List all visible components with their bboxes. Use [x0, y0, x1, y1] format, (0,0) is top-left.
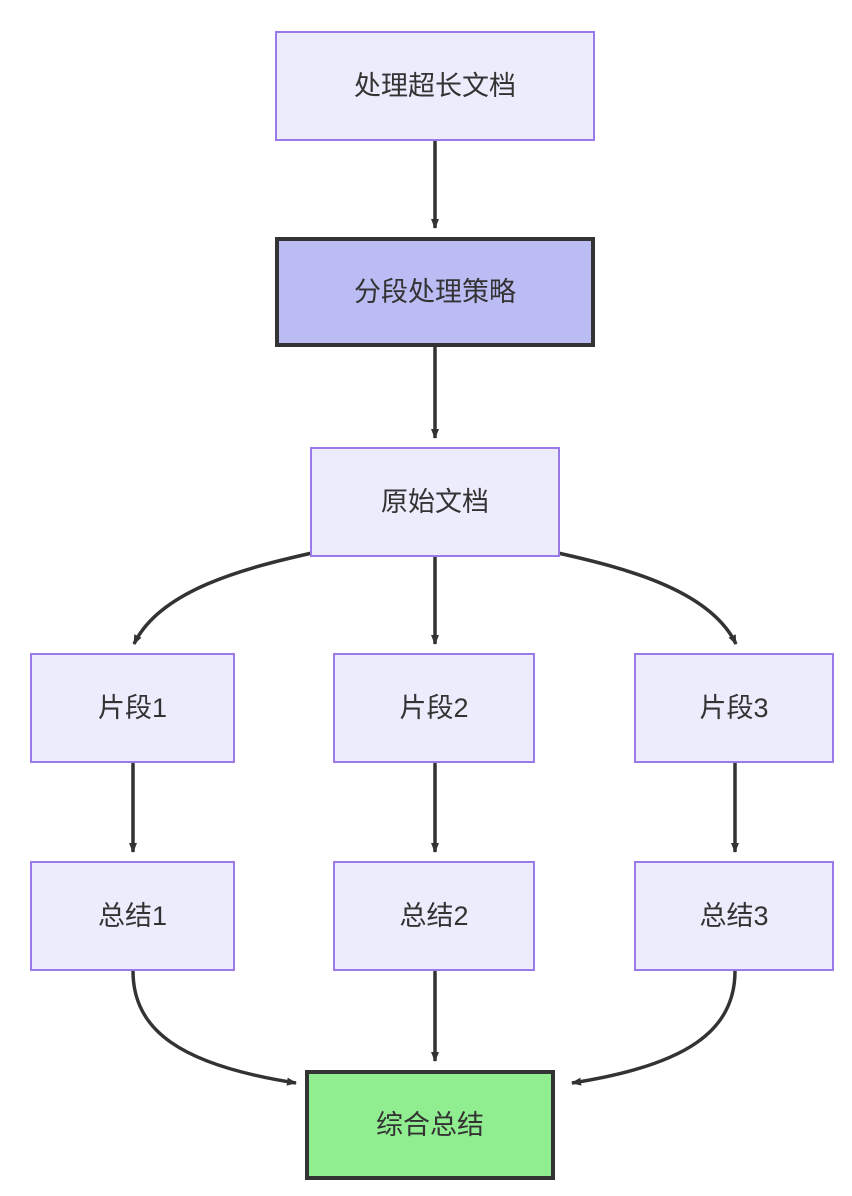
edge-n7-n10: [131, 970, 297, 1086]
node-label: 分段处理策略: [354, 276, 516, 307]
node-label: 综合总结: [376, 1109, 484, 1140]
edge-n3-n6: [557, 551, 738, 645]
node-label: 原始文档: [381, 486, 489, 517]
node-label: 片段2: [399, 692, 469, 723]
node-label: 片段3: [699, 692, 769, 723]
node-summary-3[interactable]: 总结3: [634, 861, 834, 971]
node-summary-1[interactable]: 总结1: [30, 861, 235, 971]
node-label: 总结2: [399, 900, 469, 931]
node-label: 总结3: [699, 900, 769, 931]
node-original-document[interactable]: 原始文档: [310, 447, 560, 557]
node-label: 处理超长文档: [354, 70, 516, 101]
node-process-long-document[interactable]: 处理超长文档: [275, 31, 595, 141]
node-summary-2[interactable]: 总结2: [333, 861, 535, 971]
node-final-summary[interactable]: 综合总结: [305, 1070, 555, 1180]
node-fragment-1[interactable]: 片段1: [30, 653, 235, 763]
node-label: 总结1: [97, 900, 168, 931]
edge-n3-n4: [132, 551, 313, 645]
node-fragment-2[interactable]: 片段2: [333, 653, 535, 763]
node-fragment-3[interactable]: 片段3: [634, 653, 834, 763]
edge-n9-n10: [571, 970, 737, 1086]
node-label: 片段1: [97, 692, 168, 723]
node-chunking-strategy[interactable]: 分段处理策略: [275, 237, 595, 347]
